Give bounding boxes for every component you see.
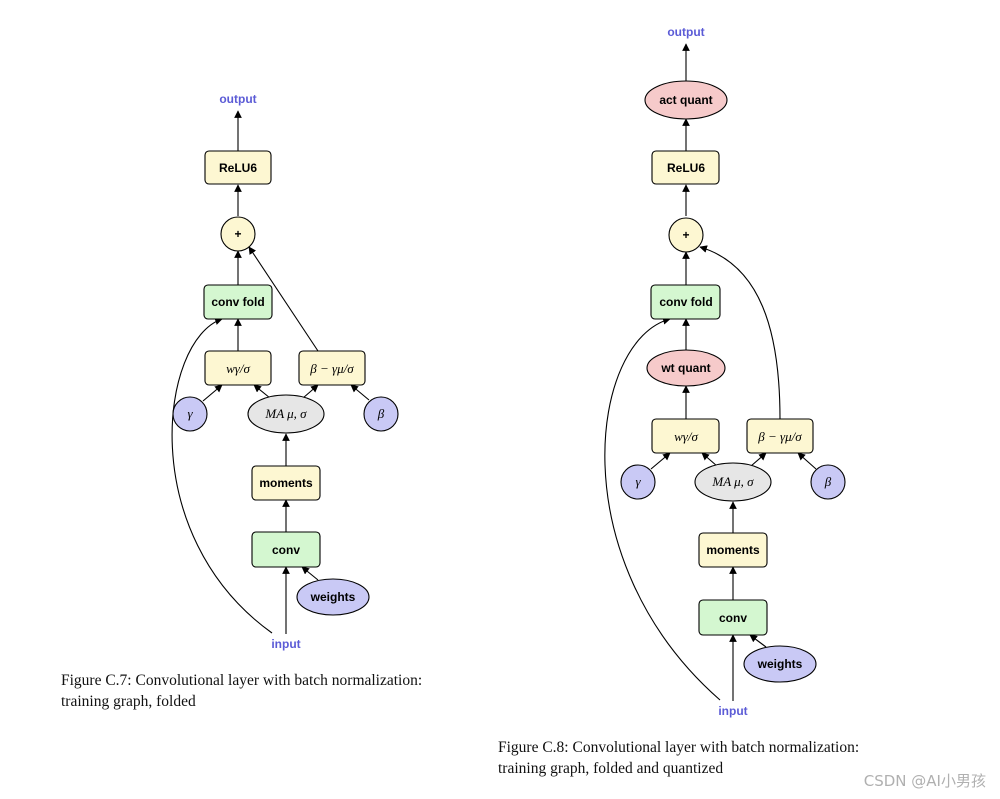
beta-shift-label: β − γμ/σ xyxy=(309,361,354,376)
conv-label: conv xyxy=(272,543,300,557)
conv-fold-label: conv fold xyxy=(211,295,264,309)
input-label: input xyxy=(718,704,747,718)
ma-node: MA μ, σ xyxy=(694,462,772,502)
wt-quant-node: wt quant xyxy=(646,349,726,387)
moments-node: moments xyxy=(698,532,768,568)
act-quant-node: act quant xyxy=(644,80,728,120)
beta-shift-node: β − γμ/σ xyxy=(746,418,814,454)
edge-gamma-to-wscale xyxy=(202,384,223,402)
relu6-label: ReLU6 xyxy=(667,161,705,175)
beta-shift-node: β − γμ/σ xyxy=(298,350,366,386)
conv-fold-label: conv fold xyxy=(659,295,712,309)
figure-c7: output ReLU6 + conv fold wγ/σ β − γμ/σ γ xyxy=(171,92,399,651)
ma-node: MA μ, σ xyxy=(247,394,325,434)
figure-c7-caption: Figure C.7: Convolutional layer with bat… xyxy=(61,670,422,712)
weights-node: weights xyxy=(296,578,370,616)
beta-node: β xyxy=(363,396,399,432)
edge-gamma-to-wscale xyxy=(650,452,671,470)
conv-label: conv xyxy=(719,611,747,625)
w-scale-node: wγ/σ xyxy=(651,418,720,454)
edge-beta-to-betashift xyxy=(797,452,817,470)
add-node: + xyxy=(668,217,704,253)
gamma-label: γ xyxy=(187,406,193,421)
conv-fold-node: conv fold xyxy=(203,284,273,320)
w-scale-node: wγ/σ xyxy=(204,350,272,386)
conv-node: conv xyxy=(251,531,321,568)
figure-c7-edges xyxy=(171,110,370,634)
weights-label: weights xyxy=(310,590,356,604)
output-label: output xyxy=(219,92,256,106)
relu6-node: ReLU6 xyxy=(204,150,272,185)
edge-betashift-to-add xyxy=(248,246,319,352)
figure-c7-caption-line1: Figure C.7: Convolutional layer with bat… xyxy=(61,672,423,689)
beta-label: β xyxy=(824,474,832,489)
add-label: + xyxy=(234,227,241,241)
gamma-node: γ xyxy=(172,396,208,432)
ma-label: MA μ, σ xyxy=(264,406,307,421)
figure-c7-caption-line2: training graph, folded xyxy=(61,693,196,710)
weights-node: weights xyxy=(743,645,817,683)
conv-fold-node: conv fold xyxy=(650,284,721,320)
ma-label: MA μ, σ xyxy=(711,474,754,489)
beta-label: β xyxy=(377,406,385,421)
figure-c8: output act quant ReLU6 + conv fold wt qu… xyxy=(604,25,846,718)
edge-betashift-to-add xyxy=(699,245,781,420)
add-label: + xyxy=(682,228,689,242)
weights-label: weights xyxy=(757,657,803,671)
w-scale-label: wγ/σ xyxy=(674,429,698,444)
figure-c8-edges xyxy=(604,43,817,701)
edge-ma-to-wscale xyxy=(253,384,271,399)
gamma-label: γ xyxy=(635,474,641,489)
moments-label: moments xyxy=(259,476,313,490)
input-label: input xyxy=(271,637,300,651)
edge-ma-to-betashift xyxy=(750,452,767,467)
figure-c8-caption-line2: training graph, folded and quantized xyxy=(498,760,724,777)
relu6-node: ReLU6 xyxy=(651,150,720,185)
edge-ma-to-wscale xyxy=(701,452,718,467)
beta-node: β xyxy=(810,464,846,500)
figure-c8-caption-line1: Figure C.8: Convolutional layer with bat… xyxy=(498,739,860,756)
edge-weights-to-conv xyxy=(749,634,767,648)
beta-shift-label: β − γμ/σ xyxy=(757,429,802,444)
watermark: CSDN @AI小男孩 xyxy=(863,772,986,790)
act-quant-label: act quant xyxy=(659,93,712,107)
gamma-node: γ xyxy=(620,464,656,500)
edge-input-to-convfold xyxy=(171,317,273,634)
moments-label: moments xyxy=(706,543,760,557)
add-node: + xyxy=(220,216,256,252)
relu6-label: ReLU6 xyxy=(219,161,257,175)
figure-c8-caption: Figure C.8: Convolutional layer with bat… xyxy=(498,737,859,779)
output-label: output xyxy=(667,25,704,39)
edge-beta-to-betashift xyxy=(350,384,370,401)
moments-node: moments xyxy=(251,465,321,501)
w-scale-label: wγ/σ xyxy=(226,361,250,376)
edge-ma-to-betashift xyxy=(302,384,319,399)
wt-quant-label: wt quant xyxy=(660,361,710,375)
conv-node: conv xyxy=(698,599,768,636)
edge-input-to-convfold xyxy=(604,317,721,701)
edge-weights-to-conv xyxy=(301,566,319,581)
